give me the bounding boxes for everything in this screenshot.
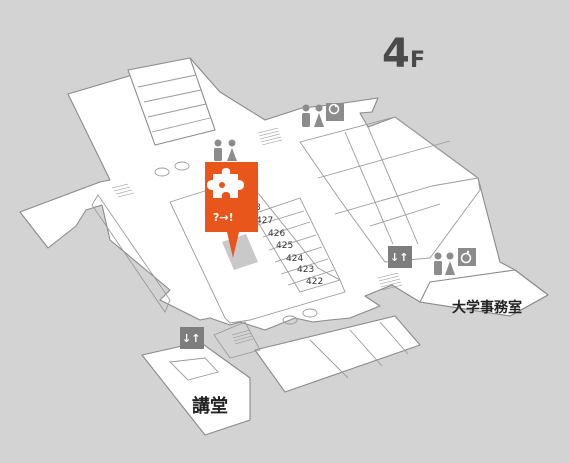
east-rooms [299, 116, 481, 263]
room-column [252, 197, 341, 293]
room-427-label: 427 [256, 216, 273, 226]
west-corridor [91, 194, 171, 313]
floor-indicator: 4 F [382, 31, 425, 77]
room-422-label: 422 [306, 277, 323, 287]
restroom-east [434, 248, 476, 275]
stair-east [377, 272, 403, 291]
north-block [127, 57, 216, 146]
floor-number: 4 [382, 31, 410, 77]
room-426-label: 426 [268, 229, 285, 239]
female-restroom-icon [314, 104, 324, 127]
accessible-restroom-icon [458, 248, 476, 266]
elevator-south-label: ↓↑ [182, 332, 200, 345]
room-425-label: 425 [276, 241, 293, 251]
marker-text: ?→! [213, 211, 234, 224]
stair-south [231, 329, 254, 345]
stair-north [257, 127, 283, 146]
sinks-south [282, 308, 318, 325]
room-423-label: 423 [297, 265, 314, 275]
auditorium-block [141, 341, 251, 436]
accessible-restroom-icon [326, 103, 344, 121]
room-424-label: 424 [286, 254, 303, 264]
elevator-east-icon: ↓↑ [388, 246, 412, 268]
floor-suffix: F [410, 48, 425, 73]
south-hall [254, 315, 421, 393]
male-restroom-icon [214, 139, 222, 161]
auditorium-label: 講堂 [192, 395, 228, 417]
north-stair-cells [137, 74, 211, 133]
puzzle-icon [207, 168, 244, 198]
restroom-north [214, 139, 237, 161]
elevator-east-label: ↓↑ [390, 251, 408, 264]
office-label: 大学事務室 [452, 299, 522, 316]
female-restroom-icon [445, 252, 455, 275]
location-marker[interactable]: ?→! [205, 162, 258, 258]
male-restroom-icon [434, 252, 442, 275]
male-restroom-icon [302, 104, 310, 127]
stair-west [111, 183, 135, 198]
southeast-block [419, 269, 549, 317]
elevator-south-icon: ↓↑ [180, 327, 204, 349]
restroom-northeast [302, 103, 344, 127]
female-restroom-icon [227, 139, 237, 161]
sinks-north [154, 161, 190, 177]
